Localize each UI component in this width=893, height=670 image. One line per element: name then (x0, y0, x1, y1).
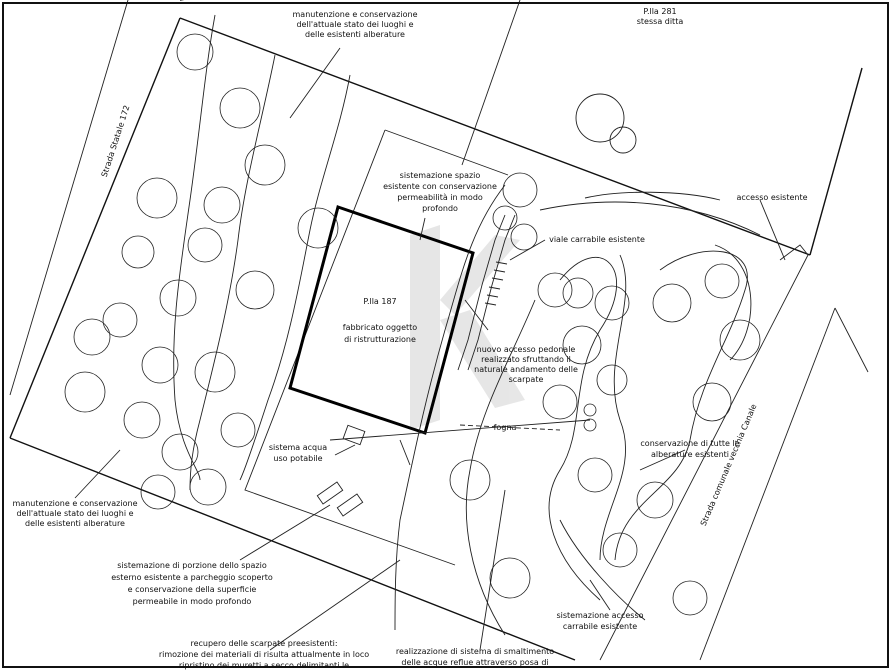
building-desc-line-1: fabbricato oggetto (343, 323, 418, 332)
tree-symbol (220, 412, 256, 448)
note-parking-line-3: e conservazione della superficie (128, 585, 257, 594)
tree-symbol (692, 382, 732, 422)
tree-symbol (596, 364, 628, 396)
note-trees-right-line-2: alberature esistenti (651, 450, 729, 459)
tree-symbol (189, 468, 227, 506)
tree-symbol (187, 227, 223, 263)
note-top-line-2: dell'attuale stato dei luoghi e (296, 20, 413, 29)
note-pedestrian-line-1: nuovo accesso pedonale (477, 345, 576, 354)
building-desc-line-2: di ristrutturazione (344, 335, 416, 344)
note-water-line-1: sistema acqua (269, 443, 327, 452)
tree-symbol (562, 277, 594, 309)
parcel-top-label: P.lla 281 (643, 7, 676, 16)
small-tree-symbol (583, 403, 597, 417)
tree-symbol (64, 371, 106, 413)
note-parking-line-1: sistemazione di porzione dello spazio (117, 561, 267, 570)
slope-lines (173, 14, 761, 636)
tree-symbol (73, 318, 111, 356)
note-space-line-1: sistemazione spazio (400, 171, 481, 180)
pond-feature (575, 93, 637, 154)
tree-symbol (594, 285, 630, 321)
tree-symbol (102, 302, 138, 338)
tree-symbol (602, 532, 638, 568)
note-space-line-4: profondo (422, 204, 458, 213)
pipe-label: fogna (494, 423, 517, 432)
tree-symbol (194, 351, 236, 393)
note-space-line-2: esistente con conservazione (383, 182, 497, 191)
tree-symbol (510, 223, 538, 251)
note-road-label: viale carrabile esistente (549, 235, 645, 244)
note-slopes-line-1: recupero delle scarpate preesistenti: (190, 639, 337, 648)
note-pedestrian-line-3: naturale andamento delle (474, 365, 578, 374)
roads (9, 0, 869, 661)
tree-symbol (123, 401, 161, 439)
tree-symbol (203, 186, 241, 224)
tree-symbol (562, 325, 602, 365)
tree-symbols (64, 33, 761, 616)
note-access-road-line-2: carrabile esistente (563, 622, 637, 631)
tree-symbol (140, 474, 176, 510)
tree-symbol (577, 457, 613, 493)
tree-symbol (176, 33, 214, 71)
parcel-top-owner: stessa ditta (637, 17, 684, 26)
note-space-line-3: permeabilità in modo (397, 193, 483, 202)
tree-symbol (489, 557, 531, 599)
note-access-road-line-1: sistemazione accesso (556, 611, 643, 620)
building-parcel-label: P.lla 187 (363, 297, 396, 306)
note-left-line-3: delle esistenti alberature (25, 519, 125, 528)
note-parking-line-2: esterno esistente a parcheggio scoperto (111, 573, 273, 582)
tree-symbol (159, 279, 197, 317)
tree-symbol (652, 283, 692, 323)
note-top-line-3: delle esistenti alberature (305, 30, 405, 39)
tree-symbol (704, 263, 740, 299)
tree-symbol (219, 87, 261, 129)
tree-symbol (136, 177, 178, 219)
small-tree-symbol (583, 418, 597, 432)
yard-outline (244, 129, 509, 566)
tree-symbol (244, 144, 286, 186)
tree-symbol (235, 270, 275, 310)
tree-symbol (636, 481, 674, 519)
note-parking-line-4: permeabile in modo profondo (133, 597, 252, 606)
tree-symbol (121, 235, 155, 269)
pipes (329, 419, 591, 466)
tree-symbol (492, 205, 518, 231)
tree-symbol (672, 580, 708, 616)
note-access-label: accesso esistente (736, 193, 807, 202)
note-left-line-2: dell'attuale stato dei luoghi e (16, 509, 133, 518)
leader-lines (74, 47, 786, 651)
note-pedestrian-line-4: scarpate (509, 375, 544, 384)
tree-symbol (161, 433, 199, 471)
tree-symbol (542, 384, 578, 420)
parked-cars (316, 481, 364, 517)
note-left-line-1: manutenzione e conservazione (13, 499, 138, 508)
tree-symbol (502, 172, 538, 208)
note-drain-line-1: realizzazione di sistema di smaltimento (396, 647, 554, 656)
note-water-line-2: uso potabile (273, 454, 322, 463)
pedestrian-path (457, 214, 516, 371)
tree-symbol (719, 319, 761, 361)
note-slopes-line-3: ripristino dei muretti a secco delimitan… (179, 661, 349, 670)
parcel-boundaries (9, 0, 863, 661)
tree-symbol (537, 272, 573, 308)
watermark-logo (410, 225, 525, 430)
note-pedestrian-line-2: realizzato sfruttando il (481, 355, 571, 364)
note-top-line-1: manutenzione e conservazione (293, 10, 418, 19)
tree-symbol (449, 459, 491, 501)
note-drain-line-2: delle acque reflue attraverso posa di (401, 658, 548, 667)
tree-symbol (297, 207, 339, 249)
note-trees-right-line-1: conservazione di tutte le (640, 439, 739, 448)
note-slopes-line-2: rimozione dei materiali di risulta attua… (159, 650, 369, 659)
tree-symbol (141, 346, 179, 384)
